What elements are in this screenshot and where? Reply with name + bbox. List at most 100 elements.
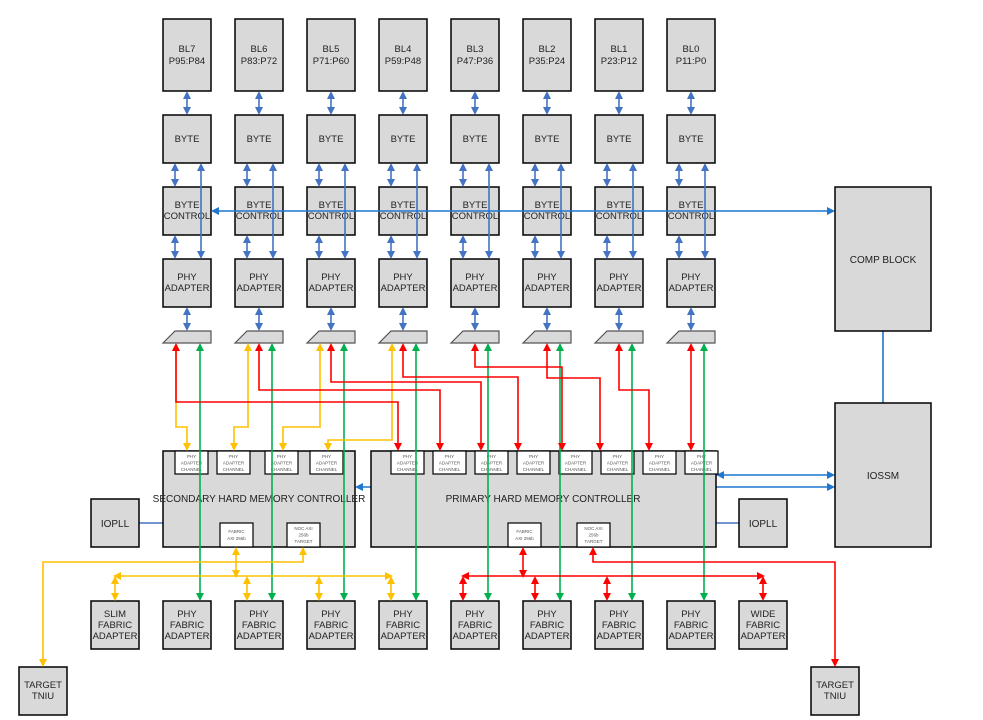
byte-box: BYTE (450, 114, 500, 164)
byte-lane-id: BL1 (611, 44, 628, 55)
phy-adapter-channel-label: ADAPTER (607, 461, 629, 466)
byte-lane-id: BL0 (683, 44, 700, 55)
fabric-adapter-label: ADAPTER (669, 631, 714, 642)
fabric-adapter-label: FABRIC (242, 620, 276, 631)
phy-adapter-channel-label: ADAPTER (223, 461, 245, 466)
fabric-adapter-label: FABRIC (530, 620, 564, 631)
red-primary-path (543, 343, 604, 451)
byte-lane-pins: P35:P24 (529, 56, 565, 67)
byte-lane-id: BL7 (179, 44, 196, 55)
byte-control-label: BYTE (679, 200, 704, 211)
comp-block: COMP BLOCK (834, 186, 932, 332)
fabric-adapter-label: FABRIC (314, 620, 348, 631)
red-primary-path (172, 343, 402, 451)
byte-control-label: BYTE (247, 200, 272, 211)
fabric-axi-label: FABRIC (228, 529, 245, 534)
byte-control-label: BYTE (175, 200, 200, 211)
byte-lane-pins: P23:P12 (601, 56, 637, 67)
phy-adapter-channel-label: ADAPTER (271, 461, 293, 466)
fabric-adapter-label: PHY (465, 609, 485, 620)
byte-lane-id: BL5 (323, 44, 340, 55)
fabric-axi-label: FABRIC (516, 529, 533, 534)
phy-adapter-channel-label: ADAPTER (181, 461, 203, 466)
phy-adapter-channel-label: PHY (277, 454, 286, 459)
phy-adapter-channel-label: PHY (655, 454, 664, 459)
target-tniu-label: TARGET (816, 680, 854, 691)
noc-axi-label: TARGET (585, 539, 603, 544)
red-primary-path (399, 343, 522, 451)
noc-axi-label: 256b (588, 533, 599, 538)
phy-adapter-label: PHY (321, 272, 341, 283)
byte-label: BYTE (247, 134, 272, 145)
fabric-adapter-label: FABRIC (386, 620, 420, 631)
target-tniu-label: TNIU (824, 691, 846, 702)
phy-adapter-channel-label: PHY (529, 454, 538, 459)
byte-box: BYTE (666, 114, 716, 164)
mux-icon (305, 330, 356, 344)
iopll-left-label: IOPLL (101, 519, 130, 530)
byte-control-label: CONTROL (164, 211, 210, 222)
fabric-adapter-label: ADAPTER (597, 631, 642, 642)
byte-label: BYTE (175, 134, 200, 145)
phy-adapter-channel-label: CHANNEL (271, 467, 293, 472)
phy-adapter-channel-label: ADAPTER (691, 461, 713, 466)
primary-hmc-label: PRIMARY HARD MEMORY CONTROLLER (446, 494, 641, 505)
fabric-adapter-label: FABRIC (746, 620, 780, 631)
fabric-adapter-label: ADAPTER (237, 631, 282, 642)
byte-control-label: BYTE (535, 200, 560, 211)
fabric-adapter-label: PHY (609, 609, 629, 620)
red-primary-path (255, 343, 444, 451)
phy-adapter-channel-label: CHANNEL (691, 467, 713, 472)
phy-adapter-channel-label: ADAPTER (397, 461, 419, 466)
phy-adapter-label: PHY (609, 272, 629, 283)
fabric-adapter-label: ADAPTER (525, 631, 570, 642)
fabric-adapter-label: ADAPTER (381, 631, 426, 642)
phy-adapter-channel-label: CHANNEL (223, 467, 245, 472)
phy-adapter-channel-label: ADAPTER (523, 461, 545, 466)
mux-icon (377, 330, 428, 344)
byte-control-label: CONTROL (452, 211, 498, 222)
phy-adapter-label: ADAPTER (309, 283, 354, 294)
mux-icon (161, 330, 212, 344)
phy-adapter-channel-label: PHY (403, 454, 412, 459)
byte-box: BYTE (378, 114, 428, 164)
phy-adapter-channel-label: PHY (613, 454, 622, 459)
phy-adapter-channel-label: CHANNEL (181, 467, 203, 472)
byte-control-label: CONTROL (524, 211, 570, 222)
byte-lane-pins: P47:P36 (457, 56, 493, 67)
noc-axi-label: NOC AXI (584, 526, 602, 531)
byte-control-label: CONTROL (308, 211, 354, 222)
fabric-adapter-label: SLIM (104, 609, 126, 620)
byte-label: BYTE (607, 134, 632, 145)
byte-box: BYTE (306, 114, 356, 164)
byte-control-label: BYTE (391, 200, 416, 211)
fabric-adapter-label: ADAPTER (309, 631, 354, 642)
fabric-adapter-label: WIDE (751, 609, 776, 620)
phy-adapter-channel-label: PHY (229, 454, 238, 459)
byte-lane-id: BL3 (467, 44, 484, 55)
